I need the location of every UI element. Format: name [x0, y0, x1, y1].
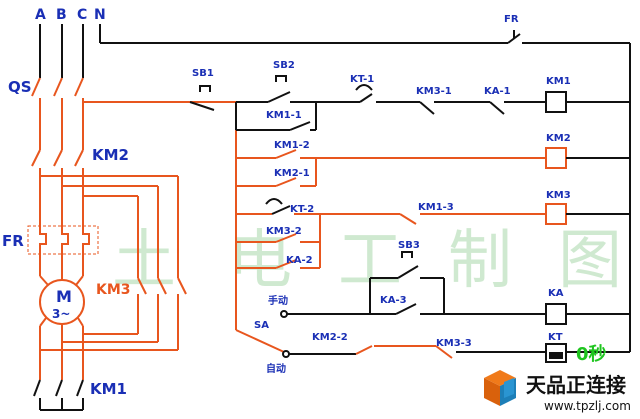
km3-main-contacts — [137, 277, 187, 300]
coil-km1 — [545, 91, 567, 113]
km1-3-label: KM1-3 — [418, 202, 454, 213]
km3-3-contact — [435, 345, 453, 359]
main-circuit — [27, 24, 232, 411]
ka-2-label: KA-2 — [286, 255, 313, 266]
brand-logo: 天品正连接 www.tpzlj.com — [484, 370, 631, 413]
coil-km1-label: KM1 — [546, 76, 571, 87]
phase-c-label: C — [77, 7, 87, 23]
sb1-label: SB1 — [192, 68, 214, 79]
km2-1-label: KM2-1 — [274, 168, 310, 179]
coil-km3-label: KM3 — [546, 190, 571, 201]
labels: A B C N QS KM2 FR M 3~ KM3 KM1 FR SB1 SB… — [2, 7, 607, 398]
motor-m-label: M — [56, 287, 72, 306]
phase-n-label: N — [94, 7, 106, 23]
kt-2-contact — [271, 205, 291, 215]
qs-label: QS — [8, 78, 32, 96]
fr-ctrl-label: FR — [504, 14, 519, 25]
watermark-char-2: 电 — [228, 224, 292, 298]
sb3-label: SB3 — [398, 240, 420, 251]
sa-label: SA — [254, 320, 269, 331]
coil-km3 — [545, 203, 567, 225]
km2-2-contact — [355, 345, 373, 355]
ka-1-contact — [489, 101, 505, 115]
km1-1-label: KM1-1 — [266, 110, 302, 121]
logo-url: www.tpzlj.com — [544, 399, 631, 413]
sb2-label: SB2 — [273, 60, 295, 71]
sb1-contact — [189, 101, 215, 111]
km3-1-label: KM3-1 — [416, 86, 452, 97]
km1-2-label: KM1-2 — [274, 140, 310, 151]
fr-main-label: FR — [2, 232, 24, 250]
coil-ka — [545, 303, 567, 325]
sa-manual-terminal — [280, 310, 288, 318]
watermark-char-4: 制 — [448, 224, 512, 298]
timer-readout: 0秒 — [576, 343, 607, 365]
auto-label: 自动 — [266, 362, 286, 375]
watermark-char-5: 图 — [558, 224, 622, 298]
ka-1-label: KA-1 — [484, 86, 511, 97]
km1-1-contact — [289, 121, 311, 131]
coil-ka-label: KA — [548, 288, 564, 299]
kt-2-label: KT-2 — [290, 204, 314, 215]
manual-label: 手动 — [268, 294, 288, 307]
watermark-char-1: 土 — [112, 224, 176, 298]
cube-logo-icon — [484, 370, 516, 406]
phase-b-label: B — [56, 7, 67, 23]
sa-auto-terminal — [282, 350, 290, 358]
km3-3-label: KM3-3 — [436, 338, 472, 349]
qs-switch — [31, 77, 232, 150]
ka-2-contact — [275, 259, 297, 269]
phase-a-label: A — [35, 7, 46, 23]
fr-ctrl-contact — [507, 33, 521, 44]
sb3-contact — [397, 265, 419, 279]
km2-main-contacts — [31, 102, 179, 278]
km1-main-contacts — [33, 379, 84, 411]
watermark: 土 电 工 制 图 — [112, 224, 622, 298]
km1-3-contact — [399, 213, 417, 225]
km2-1-contact — [275, 177, 297, 187]
motor-leads — [39, 275, 179, 380]
kt-1-label: KT-1 — [350, 74, 374, 85]
km1-main-label: KM1 — [90, 380, 127, 398]
ka-3-contact — [395, 303, 417, 315]
coil-kt-label: KT — [548, 332, 563, 343]
motor-phase-label: 3~ — [52, 307, 70, 321]
sb2-contact — [267, 91, 291, 103]
km2-main-label: KM2 — [92, 146, 129, 164]
logo-name: 天品正连接 — [526, 373, 626, 397]
km3-main-label: KM3 — [96, 282, 131, 298]
sa-selector — [235, 329, 285, 353]
ka-3-label: KA-3 — [380, 295, 407, 306]
coil-km2 — [545, 147, 567, 169]
coil-km2-label: KM2 — [546, 133, 571, 144]
km2-2-label: KM2-2 — [312, 332, 348, 343]
fr-elements — [39, 226, 90, 276]
km3-1-contact — [419, 101, 435, 115]
km3-2-contact — [275, 233, 297, 243]
control-circuit — [100, 30, 631, 363]
km3-2-label: KM3-2 — [266, 226, 302, 237]
kt-1-contact — [359, 93, 373, 103]
km1-2-contact — [275, 149, 297, 159]
